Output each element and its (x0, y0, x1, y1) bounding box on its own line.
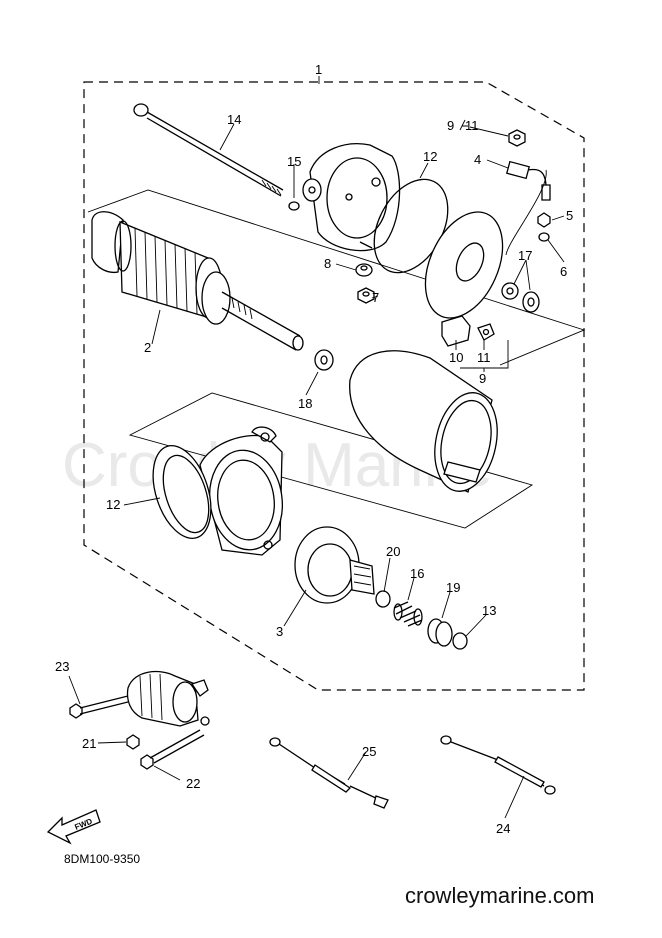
label-7: 7 (372, 290, 379, 305)
site-name: crowleymarine.com (405, 883, 595, 908)
nut-top-part (508, 129, 526, 147)
yoke-part (349, 350, 498, 493)
clutch-part (294, 526, 375, 604)
label-6: 6 (560, 264, 567, 279)
label-3: 3 (276, 624, 283, 639)
leader-lines (68, 76, 565, 819)
label-5: 5 (566, 208, 573, 223)
label-17: 17 (518, 248, 532, 263)
starter-assembly-small (126, 670, 210, 727)
label-9-bottom: 9 (479, 371, 486, 386)
bolt-22-part (140, 729, 205, 770)
label-9-top: 9 (447, 118, 454, 133)
nut-part (357, 287, 375, 304)
label-16: 16 (410, 566, 424, 581)
thrust-washer-part (314, 349, 334, 371)
yoke-plane (128, 392, 534, 529)
label-18: 18 (298, 396, 312, 411)
o-ring-front-inner (162, 454, 210, 534)
circlip-part (452, 632, 468, 650)
cable-24-part (440, 735, 556, 795)
armature-plane (87, 189, 586, 366)
washer-small-part (538, 232, 550, 242)
label-1: 1 (315, 62, 322, 77)
diagram-code: 8DM100-9350 (64, 852, 140, 866)
o-ring-part (288, 201, 300, 211)
label-14: 14 (227, 112, 241, 127)
fwd-arrow-icon: FWD (46, 809, 101, 845)
label-21: 21 (82, 736, 96, 751)
label-12-top: 12 (423, 149, 437, 164)
rear-cover-part (302, 143, 401, 252)
label-13: 13 (482, 603, 496, 618)
brush-lead-part (505, 160, 551, 256)
nut-small-part (537, 212, 551, 228)
assembly-boundary (83, 81, 585, 691)
label-20: 20 (386, 544, 400, 559)
label-10: 10 (449, 350, 463, 365)
label-11-bottom: 11 (477, 350, 491, 365)
label-12-left: 12 (106, 497, 120, 512)
cable-25-part (269, 737, 389, 809)
through-bolt-part (133, 103, 284, 197)
washers-part (501, 282, 540, 313)
label-11-top: 11 (465, 118, 479, 133)
brush-plate-part (424, 211, 504, 319)
bolt-23-part (69, 695, 129, 719)
label-23: 23 (55, 659, 69, 674)
label-4: 4 (474, 152, 481, 167)
label-25: 25 (362, 744, 376, 759)
part-labels: 1 14 15 12 9 11 4 5 6 8 7 17 10 11 9 2 1… (55, 62, 573, 836)
front-bracket-part (199, 426, 283, 556)
collar-part (427, 618, 453, 647)
brush-holder-part (441, 315, 495, 347)
spring-part (393, 601, 423, 627)
label-22: 22 (186, 776, 200, 791)
washer-part (355, 263, 373, 277)
clip-part (375, 590, 391, 608)
label-19: 19 (446, 580, 460, 595)
nut-21-part (126, 734, 140, 750)
label-15: 15 (287, 154, 301, 169)
label-24: 24 (496, 821, 510, 836)
label-2: 2 (144, 340, 151, 355)
label-8: 8 (324, 256, 331, 271)
armature-part (91, 211, 304, 351)
